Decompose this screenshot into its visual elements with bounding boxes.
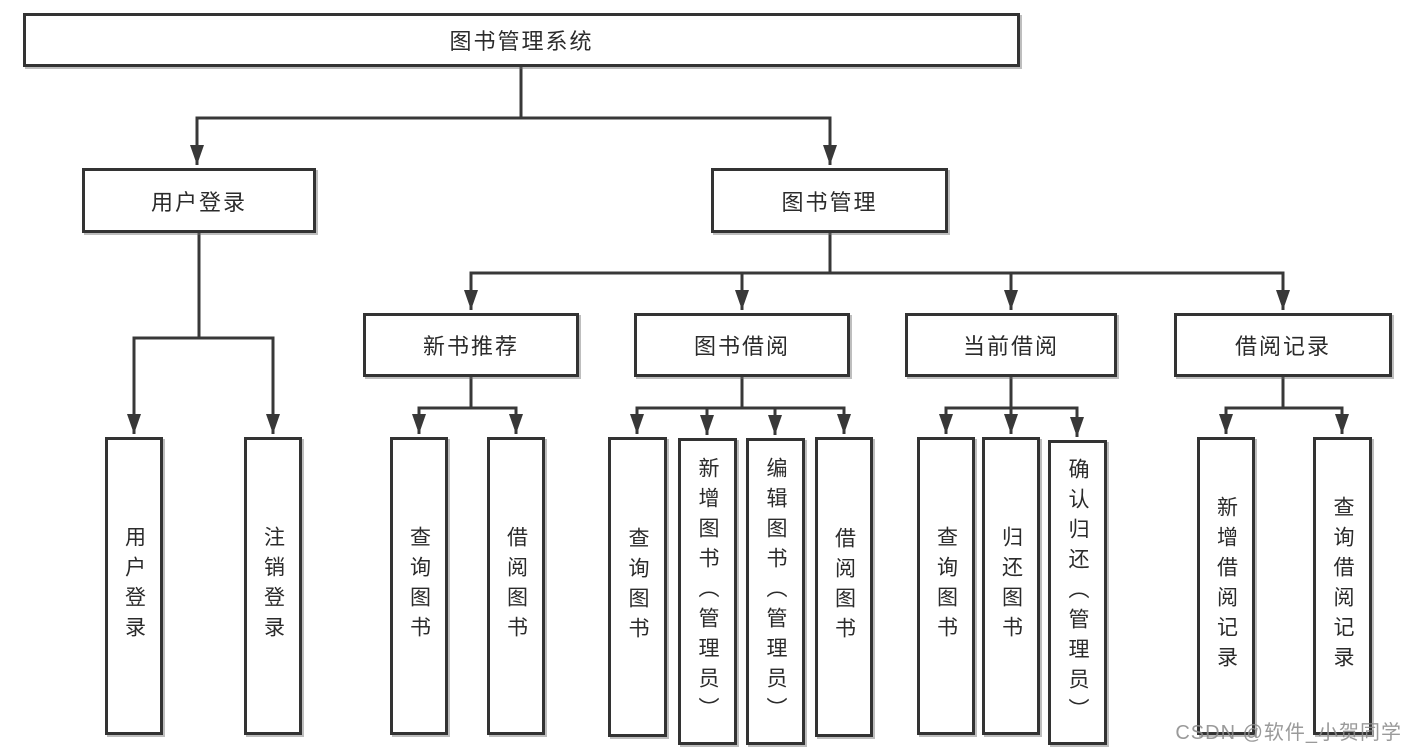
leaf-current-query-books-label: 查询图书 [934, 526, 958, 646]
node-user-login-group: 用户登录 [82, 168, 316, 233]
leaf-borrowing-query-books: 查询图书 [608, 437, 667, 737]
node-book-borrowing-label: 图书借阅 [693, 334, 790, 359]
leaf-records-query-record: 查询借阅记录 [1313, 437, 1372, 735]
leaf-borrowing-add-books-label: 新增图书（管理员） [696, 456, 719, 727]
node-new-book-recommend: 新书推荐 [363, 313, 579, 377]
leaf-borrowing-borrow-books: 借阅图书 [815, 437, 873, 737]
node-root-label: 图书管理系统 [449, 29, 594, 54]
leaf-recommend-query-books-label: 查询图书 [407, 526, 431, 646]
leaf-current-confirm-return-label: 确认归还（管理员） [1066, 457, 1089, 728]
leaf-records-add-record: 新增借阅记录 [1197, 437, 1255, 735]
leaf-borrowing-edit-books: 编辑图书（管理员） [746, 438, 805, 745]
leaf-recommend-borrow-books-label: 借阅图书 [504, 526, 528, 646]
leaf-borrowing-edit-books-label: 编辑图书（管理员） [764, 456, 787, 727]
leaf-borrowing-query-books-label: 查询图书 [626, 527, 649, 647]
leaf-current-query-books: 查询图书 [917, 437, 975, 735]
node-borrowing-records-label: 借阅记录 [1234, 334, 1331, 359]
leaf-recommend-query-books: 查询图书 [390, 437, 448, 735]
leaf-logout: 注销登录 [244, 437, 302, 735]
leaf-logout-label: 注销登录 [261, 526, 285, 646]
node-book-management-group: 图书管理 [711, 168, 948, 233]
leaf-current-return-books: 归还图书 [982, 437, 1040, 735]
node-user-login-group-label: 用户登录 [150, 189, 247, 215]
leaf-user-login-label: 用户登录 [122, 526, 146, 646]
node-current-borrowing: 当前借阅 [905, 313, 1117, 377]
leaf-records-add-record-label: 新增借阅记录 [1214, 496, 1238, 676]
node-borrowing-records: 借阅记录 [1174, 313, 1392, 377]
leaf-current-confirm-return: 确认归还（管理员） [1048, 440, 1107, 745]
node-current-borrowing-label: 当前借阅 [962, 334, 1059, 359]
leaf-user-login: 用户登录 [105, 437, 163, 735]
node-new-book-recommend-label: 新书推荐 [422, 334, 519, 359]
leaf-borrowing-borrow-books-label: 借阅图书 [832, 527, 856, 647]
node-book-borrowing: 图书借阅 [634, 313, 850, 377]
leaf-borrowing-add-books: 新增图书（管理员） [678, 438, 737, 745]
leaf-current-return-books-label: 归还图书 [999, 526, 1023, 646]
node-book-management-group-label: 图书管理 [781, 189, 878, 215]
watermark: CSDN @软件_小贺同学 [1175, 722, 1402, 744]
leaf-records-query-record-label: 查询借阅记录 [1331, 496, 1354, 676]
node-root: 图书管理系统 [23, 13, 1020, 67]
leaf-recommend-borrow-books: 借阅图书 [487, 437, 545, 735]
